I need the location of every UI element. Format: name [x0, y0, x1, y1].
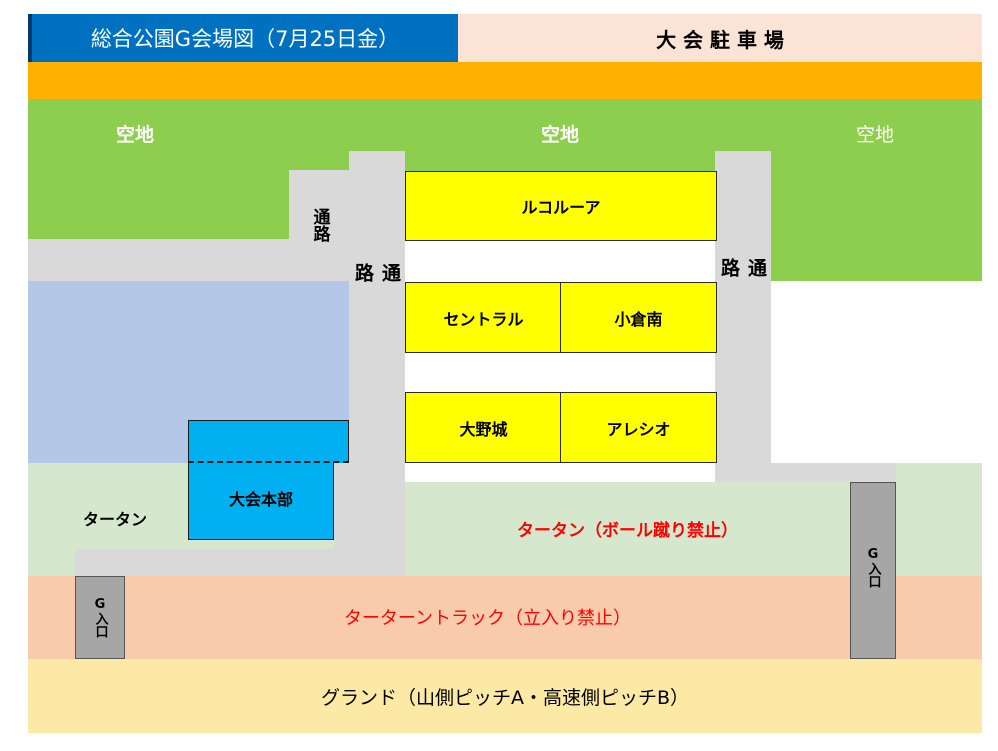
open-lot-label-center: 空地 [540, 123, 579, 146]
booth-alesio: アレシオ [560, 392, 717, 463]
path-label-top-small: 通路 [309, 208, 330, 242]
path-label-left-main: 通路 [352, 262, 401, 378]
path-bottom-horizontal [75, 549, 405, 576]
headquarters-label: 大会本部 [228, 490, 293, 509]
path-top-small-vertical [289, 170, 349, 281]
path-inner-connector [334, 463, 349, 549]
booth-onojo: 大野城 [405, 392, 562, 463]
ground-label: グランド（山側ピッチA・高速側ピッチB） [320, 686, 690, 709]
gate-right [850, 482, 896, 659]
open-lot-right-green [771, 239, 982, 281]
orange-band [28, 62, 982, 99]
gate-left-label: G入口 [92, 597, 108, 638]
path-main-right-vertical [715, 151, 771, 482]
booth-rukoruua: ルコルーア [405, 171, 717, 241]
path-label-right-main: 通路 [718, 257, 767, 373]
open-lot-label-right: 空地 [855, 123, 894, 146]
open-lot-label-left: 空地 [115, 123, 154, 146]
turf-label-center: タータン（ボール蹴り禁止） [517, 520, 738, 541]
header-title-bar [28, 14, 458, 62]
track-label: ターターントラック（立入り禁止） [343, 608, 632, 629]
parking-label: 大 会 駐 車 場 [656, 27, 784, 52]
turf-center-area [405, 482, 850, 576]
parking-bar [458, 14, 982, 62]
page-title: 総合公園G会場図（7月25日金） [90, 27, 400, 51]
headquarters-building [188, 420, 349, 463]
gate-left [75, 576, 125, 659]
ground-area [28, 659, 982, 733]
path-main-left-vertical [349, 151, 405, 576]
headquarters-lower [188, 462, 334, 540]
booth-central: セントラル [405, 282, 562, 353]
headquarters-dashed-line [188, 461, 349, 463]
track-area [28, 576, 982, 659]
turf-right-area [896, 463, 982, 576]
gate-right-label: G入口 [865, 547, 881, 588]
booth-kokuraminami: 小倉南 [560, 282, 717, 353]
turf-label-left: タータン [82, 510, 147, 529]
